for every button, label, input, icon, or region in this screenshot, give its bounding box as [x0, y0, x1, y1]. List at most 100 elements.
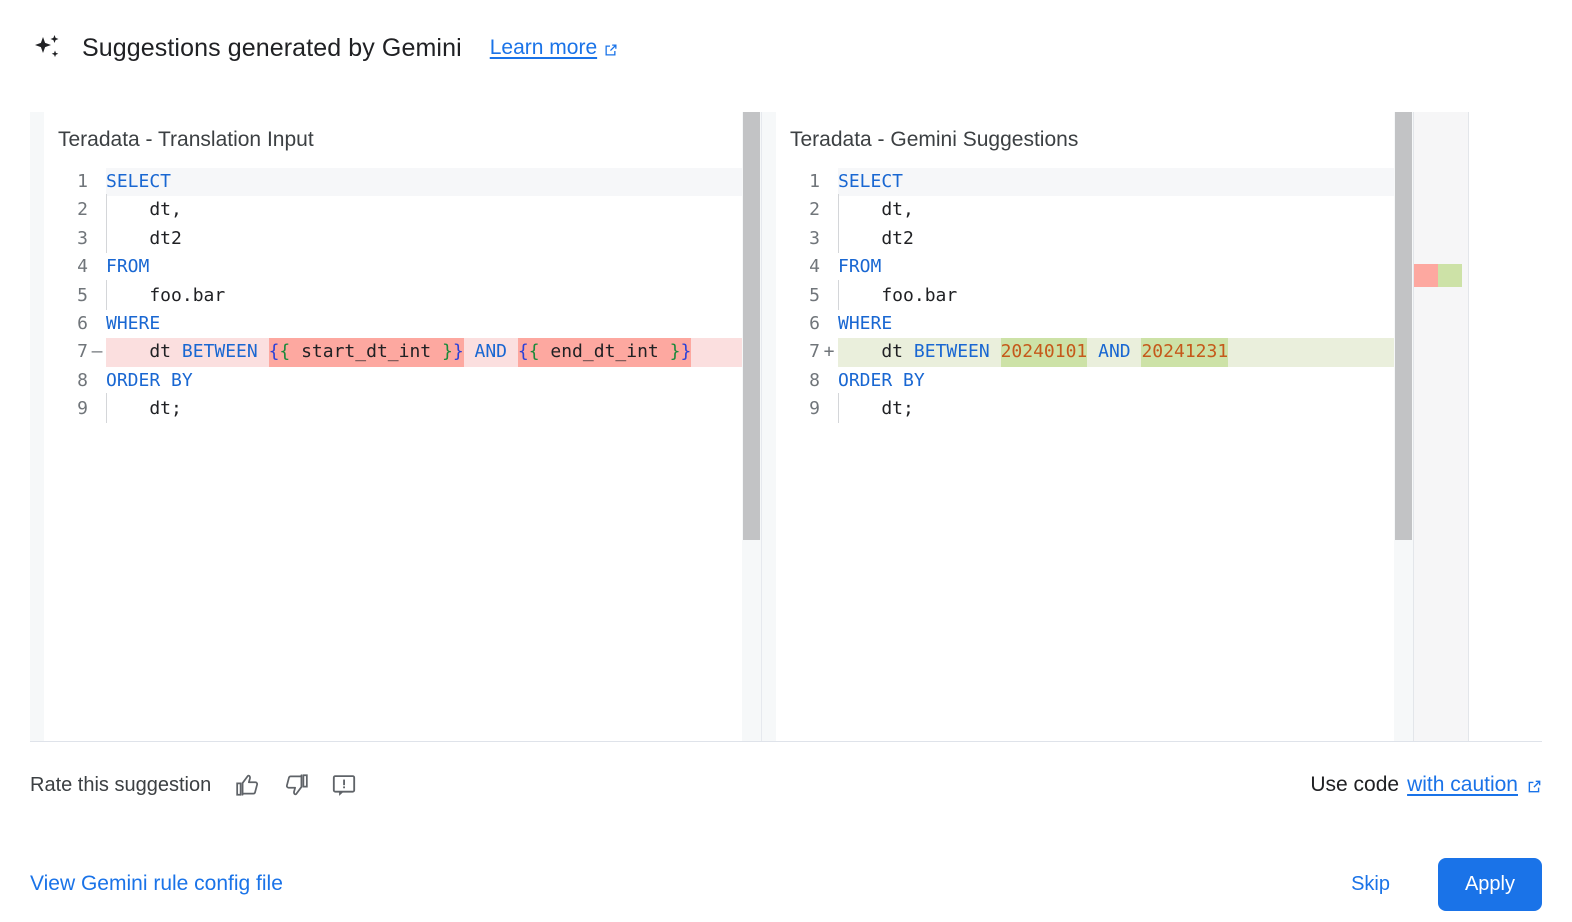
code-token: start_dt_int — [290, 338, 442, 367]
open-in-new-icon — [603, 40, 619, 56]
diff-sign: — — [91, 341, 103, 363]
footer-actions: Skip Apply — [1337, 857, 1542, 911]
code-token: foo.bar — [106, 284, 226, 306]
line-content: dt2 — [106, 222, 761, 253]
code-token: } — [441, 338, 453, 367]
code-token: dt — [838, 341, 914, 363]
use-code-prefix: Use code — [1310, 773, 1400, 796]
rate-label: Rate this suggestion — [30, 773, 212, 796]
code-token: dt2 — [838, 227, 914, 249]
code-token — [1131, 338, 1142, 366]
code-token: dt2 — [106, 227, 182, 249]
line-number: 6 — [77, 312, 88, 334]
line-content: dt BETWEEN 20240101 AND 20241231 — [838, 338, 1469, 367]
line-content: WHERE — [106, 310, 761, 338]
line-content: dt2 — [838, 222, 1469, 253]
code-token — [464, 338, 475, 366]
code-token: WHERE — [106, 312, 161, 334]
line-number: 2 — [77, 199, 88, 221]
code-token: FROM — [106, 256, 150, 278]
line-content: SELECT — [838, 168, 1469, 197]
line-content: ORDER BY — [838, 367, 1469, 395]
code-line[interactable]: 3 dt2 — [776, 222, 1469, 253]
code-token — [990, 338, 1001, 366]
code-line[interactable]: 5 foo.bar — [44, 279, 761, 310]
indent-guide — [106, 222, 107, 253]
line-number: 2 — [809, 199, 820, 221]
code-token: { — [279, 338, 291, 367]
code-token: { — [517, 338, 529, 367]
code-line[interactable]: 7— dt BETWEEN {{ start_dt_int }} AND {{ … — [44, 338, 761, 367]
indent-guide — [838, 279, 839, 310]
line-number: 4 — [809, 256, 820, 278]
code-line[interactable]: 5 foo.bar — [776, 279, 1469, 310]
diff-sign: + — [823, 341, 835, 363]
open-in-new-icon — [1526, 777, 1542, 793]
code-line[interactable]: 3 dt2 — [44, 222, 761, 253]
overview-added-marker[interactable] — [1438, 264, 1462, 287]
indent-guide — [106, 393, 107, 424]
indent-guide — [106, 279, 107, 310]
code-token: ORDER BY — [838, 369, 925, 391]
code-line[interactable]: 4 FROM — [776, 253, 1469, 281]
code-token: foo.bar — [838, 284, 958, 306]
code-line[interactable]: 2 dt, — [44, 194, 761, 225]
overview-removed-marker[interactable] — [1414, 264, 1438, 287]
diff-overview-strip[interactable] — [1413, 112, 1469, 741]
code-token: AND — [1098, 341, 1131, 363]
code-token: 20240101 — [1000, 338, 1088, 367]
code-token: end_dt_int — [539, 338, 670, 367]
left-vertical-scrollbar[interactable] — [742, 112, 761, 741]
report-feedback-icon[interactable] — [329, 770, 359, 800]
line-content: dt; — [838, 393, 1469, 424]
code-token: SELECT — [106, 171, 172, 192]
code-token: dt; — [838, 398, 914, 420]
indent-guide — [838, 222, 839, 253]
line-content: SELECT — [106, 168, 761, 197]
rate-bar: Rate this suggestion — [30, 760, 1542, 810]
right-scrollbar-thumb[interactable] — [1395, 112, 1412, 540]
line-number: 7 — [77, 341, 88, 363]
line-content: dt, — [106, 194, 761, 225]
code-line[interactable]: 6 WHERE — [44, 310, 761, 338]
line-number: 6 — [809, 312, 820, 334]
panel-header: Suggestions generated by Gemini Learn mo… — [0, 0, 1572, 96]
code-line[interactable]: 7+ dt BETWEEN 20240101 AND 20241231 — [776, 338, 1469, 367]
line-content: FROM — [838, 253, 1469, 281]
code-token: SELECT — [838, 171, 904, 192]
code-line[interactable]: 2 dt, — [776, 194, 1469, 225]
learn-more-label: Learn more — [489, 36, 598, 59]
apply-button[interactable]: Apply — [1437, 857, 1542, 911]
indent-guide — [106, 194, 107, 225]
code-token: WHERE — [838, 312, 893, 334]
line-number: 3 — [809, 227, 820, 249]
line-number: 9 — [77, 398, 88, 420]
code-token: AND — [474, 341, 508, 363]
line-number: 9 — [809, 398, 820, 420]
right-vertical-scrollbar[interactable] — [1394, 112, 1413, 741]
left-scrollbar-thumb[interactable] — [743, 112, 760, 540]
code-line[interactable]: 6 WHERE — [776, 310, 1469, 338]
line-content: dt; — [106, 393, 761, 424]
with-caution-link[interactable]: with caution — [1407, 773, 1518, 796]
view-gemini-rule-config-link[interactable]: View Gemini rule config file — [30, 872, 283, 895]
code-line[interactable]: 9 dt; — [776, 393, 1469, 424]
code-line[interactable]: 9 dt; — [44, 393, 761, 424]
thumb-up-icon[interactable] — [233, 770, 263, 800]
learn-more-link[interactable]: Learn more — [490, 36, 619, 60]
thumb-down-icon[interactable] — [281, 770, 311, 800]
code-token: { — [528, 338, 540, 367]
skip-button[interactable]: Skip — [1337, 863, 1404, 906]
